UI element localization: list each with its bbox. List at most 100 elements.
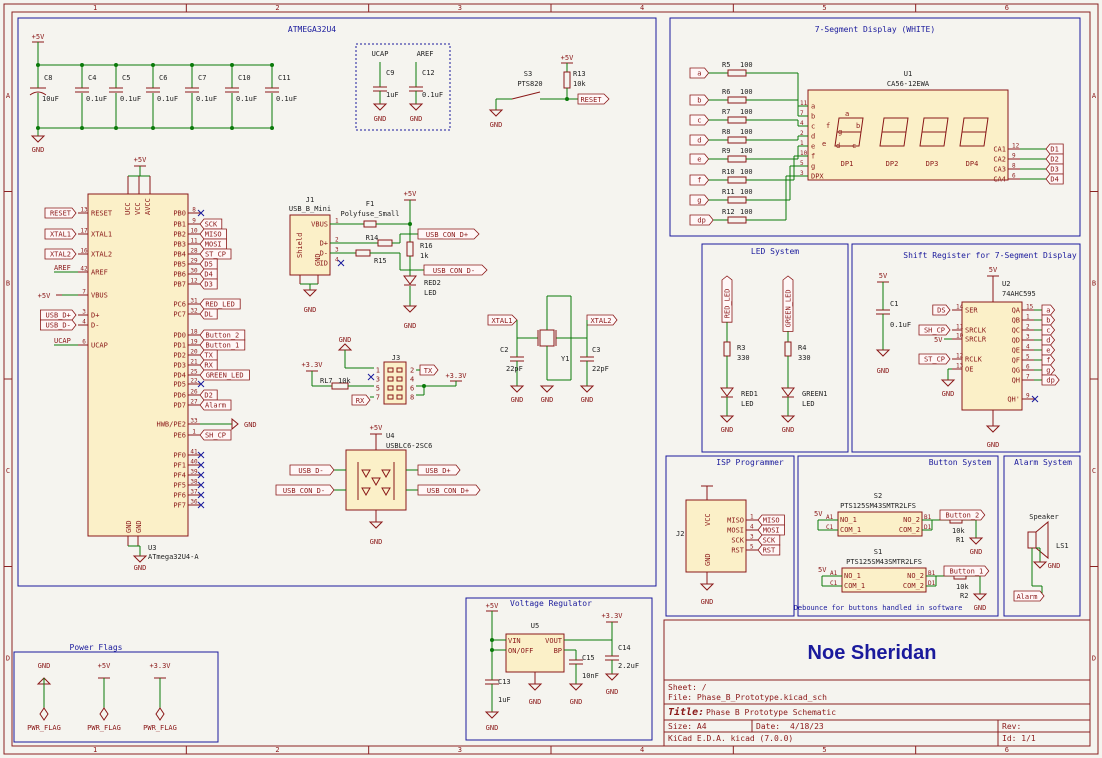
col-mark-top: 1 <box>93 4 97 12</box>
s2-gnd: GND <box>970 548 983 556</box>
j3-pin-left: 1 <box>376 367 380 375</box>
s1-pin: COM_2 <box>903 582 924 590</box>
red2-ref: RED2 <box>424 279 441 287</box>
c15-ref: C15 <box>582 654 595 662</box>
seg-net: g <box>697 197 701 205</box>
mcu-cap-ref: C7 <box>198 74 206 82</box>
s1-v5: 5V <box>818 566 827 574</box>
seg-common-net: D3 <box>1050 166 1058 174</box>
pwr-block <box>13 651 219 743</box>
u2-right-pinnum: 2 <box>1026 324 1030 331</box>
mcu-right-pinnum: 41 <box>190 449 198 456</box>
seg-r-ref: R11 <box>722 188 735 196</box>
col-mark-top: 4 <box>640 4 644 12</box>
u1-ref: U1 <box>904 70 912 78</box>
mcu-right-net: SCK <box>205 221 218 229</box>
mcu-right-net-flag <box>199 329 246 341</box>
seg-r-val: 100 <box>740 61 753 69</box>
mcu-right-net-flag <box>199 238 227 250</box>
u2-right-net: g <box>1046 367 1050 375</box>
ucap-title: UCAP <box>372 50 389 58</box>
s1-pin: NO_2 <box>907 572 924 580</box>
j3-pin-left: 5 <box>376 385 380 393</box>
mcu-right-net: Button_2 <box>206 332 240 340</box>
col-mark-bottom: 4 <box>640 746 644 754</box>
s2-pin: NO_1 <box>840 516 857 524</box>
mcu-right-pin: PC7 <box>173 311 186 319</box>
u2-right-pinnum: 7 <box>1026 374 1030 381</box>
mcu-right-net-flag <box>199 369 250 381</box>
mcu-bottom-pin: GND <box>135 520 143 533</box>
isp-pin-num: 4 <box>750 524 754 531</box>
seg-common-net-flag <box>1045 153 1064 165</box>
seg-common-net: D4 <box>1050 176 1058 184</box>
s2-pin-label: A1 <box>826 514 834 521</box>
mcu-right-net-flag <box>199 349 218 361</box>
c12-gnd: GND <box>410 115 423 123</box>
j2-vcc: VCC <box>704 513 712 526</box>
led-net: GREEN_LED <box>785 289 793 327</box>
seg-pin-letter: DPX <box>811 173 824 181</box>
mcu-left-pin: VBUS <box>91 292 108 300</box>
chip-p5: +5V <box>134 156 147 164</box>
mcu-right-net: Button_1 <box>206 342 240 350</box>
mcu-block <box>17 17 657 587</box>
mcu-right-pin: PF1 <box>173 462 186 470</box>
u2-right-pinnum: 9 <box>1026 393 1030 400</box>
u2-right-pin: QC <box>1012 327 1020 335</box>
vreg-block <box>465 597 653 741</box>
mcu-left-pinnum: 6 <box>82 339 86 346</box>
j1-shield: Shield <box>296 233 304 258</box>
seg-common: CA1 <box>993 146 1006 154</box>
c14-gnd: GND <box>606 688 619 696</box>
tool-label: KiCad E.D.A. kicad (7.0.0) <box>668 734 793 743</box>
u4-part: USBLC6-2SC6 <box>386 442 432 450</box>
usb-pin-name: VBUS <box>311 221 328 229</box>
usb-pin-name: D+ <box>320 240 328 248</box>
col-mark-bottom: 3 <box>458 746 462 754</box>
c15-gnd: GND <box>570 698 583 706</box>
seg-net: c <box>697 117 701 125</box>
usb-pin-name: D- <box>320 250 328 258</box>
seg-common-net-flag <box>1045 163 1064 175</box>
mcu-right-net: D3 <box>204 281 212 289</box>
mcu-right-pin: PD5 <box>173 381 186 389</box>
size-label: Size: A4 <box>668 722 707 731</box>
seg-common: CA2 <box>993 156 1006 164</box>
seg-net: d <box>697 137 701 145</box>
mcu-right-pinnum: 22 <box>190 378 198 385</box>
seg-r-ref: R10 <box>722 168 735 176</box>
col-mark-top: 6 <box>1005 4 1009 12</box>
seg-r-ref: R5 <box>722 61 730 69</box>
mcu-right-pin: PD1 <box>173 342 186 350</box>
mcu-cap-val: 0.1uF <box>157 95 178 103</box>
usb-pin-num: 1 <box>335 218 339 225</box>
mcu-left-pin: RESET <box>91 210 113 218</box>
u2-right-net: dp <box>1046 377 1054 385</box>
u2-gnd: GND <box>987 441 1000 449</box>
led-d-ref: RED1 <box>741 390 758 398</box>
y1-ref: Y1 <box>561 355 569 363</box>
mcu-left-net: XTAL1 <box>50 231 71 239</box>
mcu-right-pinnum: 1 <box>192 429 196 436</box>
led-block <box>701 243 849 453</box>
mcu-cap-ref: C5 <box>122 74 130 82</box>
led-title: LED System <box>751 247 799 256</box>
mcu-right-pin: PF5 <box>173 482 186 490</box>
mcu-right-pinnum: 20 <box>190 349 198 356</box>
seg-net: a <box>697 70 701 78</box>
j3-p33: +3.3V <box>301 361 323 369</box>
u5-bp: BP <box>554 647 562 655</box>
s1-pin-label: C1 <box>830 580 838 587</box>
seg-pin-num: 10 <box>800 150 808 157</box>
led-gnd: GND <box>721 426 734 434</box>
esd-protection: +5V U4 USBLC6-2SC6 GND USB_D- USB_CON_D-… <box>275 424 481 546</box>
u2-left-pinnum: 14 <box>956 304 964 311</box>
mcu-left-net: RESET <box>50 210 72 218</box>
u2-left-pin: OE <box>965 366 973 374</box>
s2-pin-label: D1 <box>924 524 932 531</box>
j3-ref: J3 <box>392 354 400 362</box>
s1-pin: COM_1 <box>844 582 865 590</box>
